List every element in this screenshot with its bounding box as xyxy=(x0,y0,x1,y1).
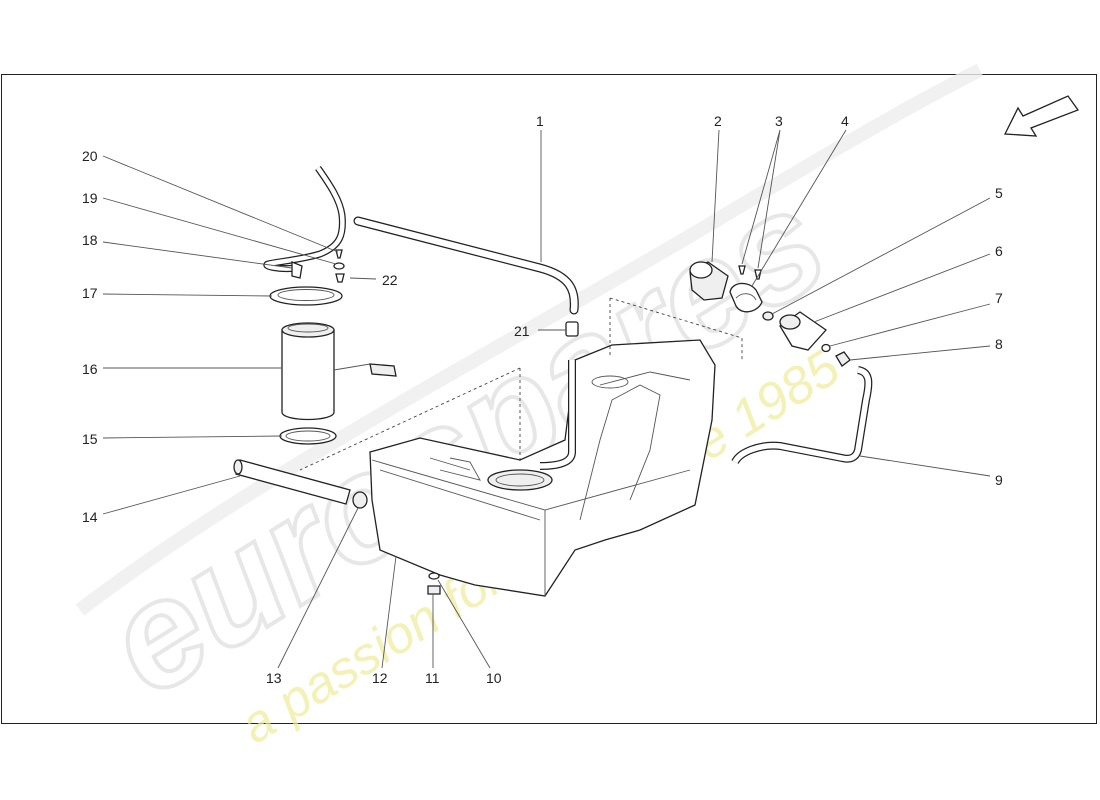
callout-3: 3 xyxy=(775,113,783,129)
o-ring-19 xyxy=(333,262,345,270)
callout-15: 15 xyxy=(82,431,98,447)
callout-9: 9 xyxy=(995,472,1003,488)
diagram-frame xyxy=(1,74,1097,724)
callout-17: 17 xyxy=(82,285,98,301)
arrow-down-left-icon xyxy=(1003,95,1080,137)
fuel-filter xyxy=(779,311,827,351)
callout-5: 5 xyxy=(995,185,1003,201)
connecting-tube xyxy=(233,459,351,505)
dashed-guide-a xyxy=(299,367,521,471)
connector-21 xyxy=(565,321,579,337)
screw-3b xyxy=(754,269,762,280)
callout-4: 4 xyxy=(841,113,849,129)
callout-labels: 1 2 3 4 5 6 7 8 9 10 11 12 13 14 15 16 1… xyxy=(82,113,1003,686)
watermark: eurospares a passion for parts since 198… xyxy=(75,63,984,755)
fuel-pump xyxy=(281,322,397,421)
dashed-guide-b xyxy=(609,297,743,362)
fuel-line xyxy=(731,366,873,465)
seal-5 xyxy=(762,311,774,321)
callout-12: 12 xyxy=(372,670,388,686)
callout-20: 20 xyxy=(82,148,98,164)
callout-6: 6 xyxy=(995,243,1003,259)
callout-10: 10 xyxy=(486,670,502,686)
callout-16: 16 xyxy=(82,361,98,377)
watermark-swoosh xyxy=(75,63,984,616)
callout-2: 2 xyxy=(714,113,722,129)
vent-hose xyxy=(353,216,579,315)
callout-22: 22 xyxy=(382,272,398,288)
callout-14: 14 xyxy=(82,509,98,525)
callout-13: 13 xyxy=(266,670,282,686)
callout-1: 1 xyxy=(536,113,544,129)
drain-plug-11 xyxy=(427,585,441,595)
callout-21: 21 xyxy=(514,323,530,339)
seal-10 xyxy=(428,572,440,580)
seal-ring xyxy=(279,427,337,445)
breather-pipe xyxy=(263,165,346,272)
seal-7 xyxy=(821,343,831,353)
fitting-8 xyxy=(835,351,851,367)
filter-sleeve xyxy=(689,261,729,301)
screw-3a xyxy=(738,265,746,275)
callout-8: 8 xyxy=(995,336,1003,352)
callout-7: 7 xyxy=(995,290,1003,306)
hose-clamp-13 xyxy=(352,491,368,509)
clip-22 xyxy=(335,273,345,283)
leader-lines xyxy=(102,129,991,669)
callout-19: 19 xyxy=(82,190,98,206)
callout-18: 18 xyxy=(82,232,98,248)
locking-ring xyxy=(269,286,343,306)
callout-11: 11 xyxy=(425,670,440,686)
filter-bracket xyxy=(729,282,763,313)
nozzle-18 xyxy=(291,261,303,279)
